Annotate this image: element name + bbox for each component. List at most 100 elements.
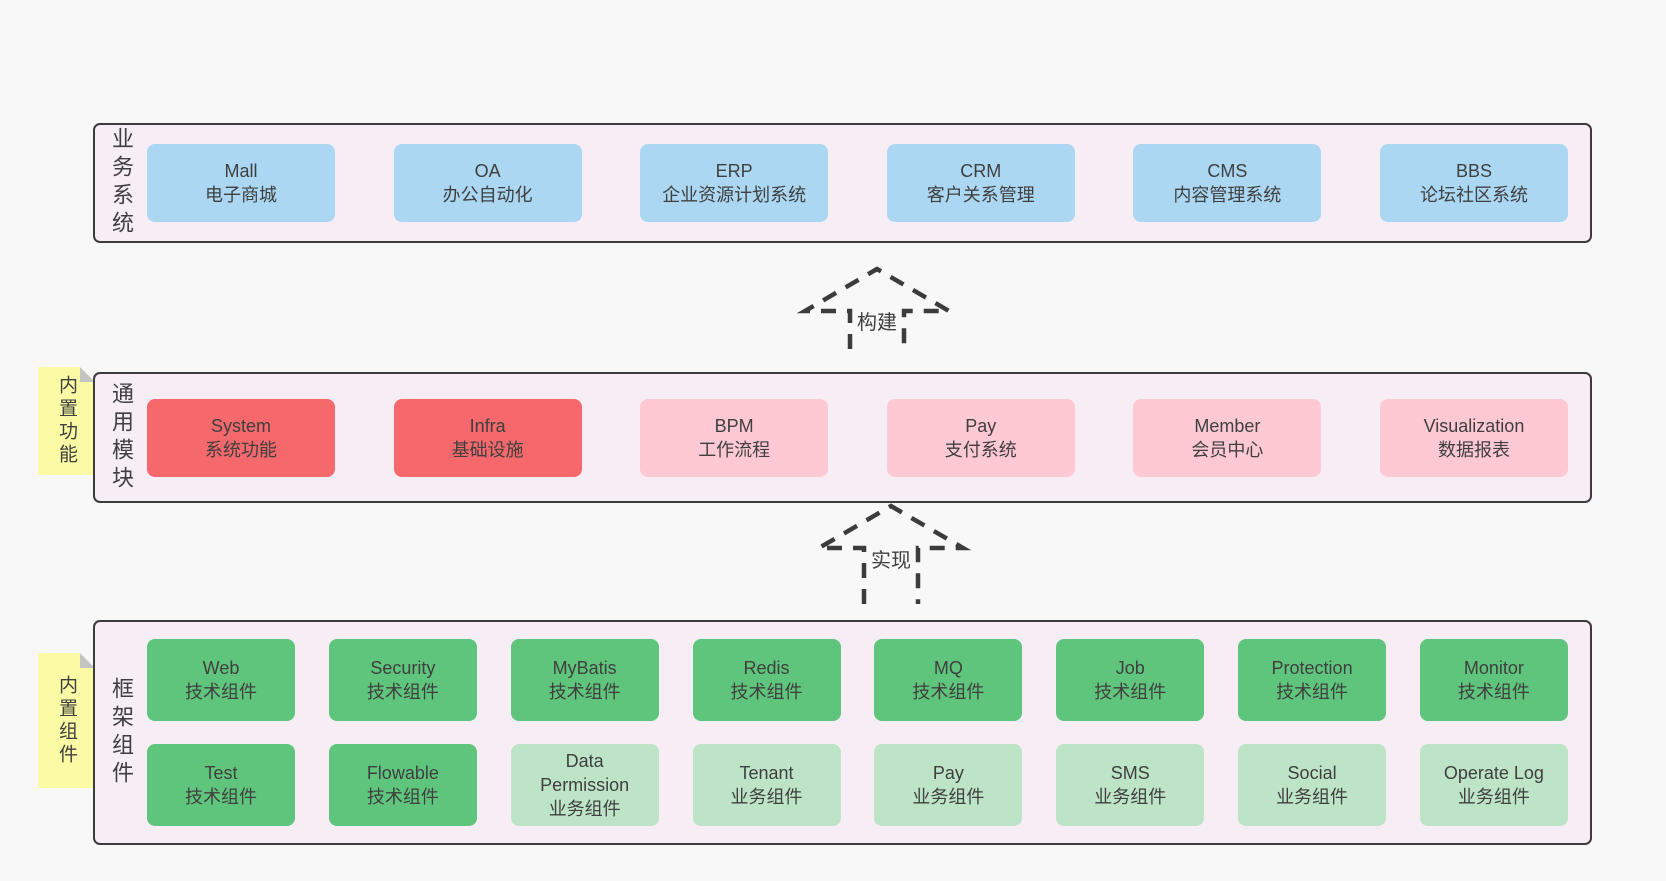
box-subtitle: 技术组件 xyxy=(366,787,439,807)
box-title: Test xyxy=(204,763,238,783)
box-sms: SMS 业务组件 xyxy=(1056,744,1205,826)
box-data-permission: Data Permission 业务组件 xyxy=(510,744,659,826)
section-common-modules: 通用模块 System 系统功能 Infra 基础设施 BPM 工作流程 Pay… xyxy=(93,372,1592,503)
box-subtitle: 客户关系管理 xyxy=(926,185,1035,205)
section-side-label: 业务系统 xyxy=(109,127,134,239)
box-redis: Redis 技术组件 xyxy=(692,639,841,721)
box-tenant: Tenant 业务组件 xyxy=(692,744,841,826)
box-subtitle: 业务组件 xyxy=(1276,787,1349,807)
box-title: Data Permission xyxy=(540,751,630,795)
box-title: Job xyxy=(1115,658,1145,678)
box-title: System xyxy=(210,415,271,436)
box-title: ERP xyxy=(715,161,753,181)
box-title: Social xyxy=(1287,763,1337,783)
section-framework-components: 框架组件 Web 技术组件 Security 技术组件 MyBatis 技术组件… xyxy=(93,620,1592,845)
box-title: OA xyxy=(474,161,501,181)
box-subtitle: 会员中心 xyxy=(1191,439,1264,460)
arrow-implement-label: 实现 xyxy=(869,544,913,573)
box-title: Member xyxy=(1194,415,1261,436)
box-title: Tenant xyxy=(739,763,794,783)
box-subtitle: 基础设施 xyxy=(451,439,524,460)
box-row: Web 技术组件 Security 技术组件 MyBatis 技术组件 Redi… xyxy=(147,639,1568,721)
box-flowable: Flowable 技术组件 xyxy=(328,744,477,826)
sticky-note-built-in-features: 内置功能 xyxy=(38,367,95,475)
box-title: Flowable xyxy=(366,763,439,783)
box-subtitle: 数据报表 xyxy=(1437,439,1510,460)
box-title: CRM xyxy=(960,161,1002,181)
box-title: Infra xyxy=(469,415,506,436)
box-title: Monitor xyxy=(1463,658,1524,678)
sticky-label: 内置组件 xyxy=(56,674,77,767)
box-mq: MQ 技术组件 xyxy=(874,639,1023,721)
box-subtitle: 业务组件 xyxy=(912,787,985,807)
box-subtitle: 业务组件 xyxy=(1094,787,1167,807)
box-title: Pay xyxy=(965,415,997,436)
box-monitor: Monitor 技术组件 xyxy=(1419,639,1568,721)
box-row: System 系统功能 Infra 基础设施 BPM 工作流程 Pay 支付系统… xyxy=(147,398,1568,477)
box-infra: Infra 基础设施 xyxy=(393,398,582,477)
box-subtitle: 企业资源计划系统 xyxy=(662,185,807,205)
box-title: Redis xyxy=(743,658,790,678)
box-subtitle: 技术组件 xyxy=(185,682,257,702)
box-title: Pay xyxy=(932,763,964,783)
box-title: Visualization xyxy=(1423,415,1525,436)
box-subtitle: 业务组件 xyxy=(730,787,803,807)
box-subtitle: 技术组件 xyxy=(548,682,621,702)
box-subtitle: 业务组件 xyxy=(1457,787,1530,807)
box-security: Security 技术组件 xyxy=(328,639,477,721)
box-mybatis: MyBatis 技术组件 xyxy=(510,639,659,721)
box-pay-component: Pay 业务组件 xyxy=(874,744,1023,826)
box-subtitle: 技术组件 xyxy=(1276,682,1349,702)
box-mall: Mall 电子商城 xyxy=(147,144,335,222)
box-subtitle: 技术组件 xyxy=(366,682,439,702)
box-cms: CMS 内容管理系统 xyxy=(1133,144,1322,222)
box-subtitle: 工作流程 xyxy=(698,439,771,460)
box-social: Social 业务组件 xyxy=(1238,744,1387,826)
box-subtitle: 办公自动化 xyxy=(442,185,533,205)
section-side-label: 框架组件 xyxy=(109,676,134,789)
box-subtitle: 技术组件 xyxy=(1094,682,1167,702)
box-visualization: Visualization 数据报表 xyxy=(1379,398,1568,477)
box-title: Protection xyxy=(1271,658,1353,678)
box-bpm: BPM 工作流程 xyxy=(640,398,829,477)
box-subtitle: 技术组件 xyxy=(912,682,985,702)
section-business-systems: 业务系统 Mall 电子商城 OA 办公自动化 ERP 企业资源计划系统 CRM… xyxy=(93,123,1592,243)
box-title: MyBatis xyxy=(552,658,617,678)
section-side-label: 通用模块 xyxy=(109,381,134,494)
box-title: SMS xyxy=(1110,763,1150,783)
box-title: BBS xyxy=(1455,161,1492,181)
box-title: Web xyxy=(202,658,240,678)
box-pay: Pay 支付系统 xyxy=(886,398,1075,477)
box-title: Mall xyxy=(224,161,258,181)
box-title: BPM xyxy=(714,415,754,436)
box-title: Security xyxy=(370,658,436,678)
box-operate-log: Operate Log 业务组件 xyxy=(1419,744,1568,826)
box-oa: OA 办公自动化 xyxy=(393,144,582,222)
box-protection: Protection 技术组件 xyxy=(1238,639,1387,721)
box-subtitle: 电子商城 xyxy=(205,185,277,205)
box-system: System 系统功能 xyxy=(147,398,335,477)
box-erp: ERP 企业资源计划系统 xyxy=(640,144,829,222)
box-title: Operate Log xyxy=(1443,763,1544,783)
box-member: Member 会员中心 xyxy=(1133,398,1322,477)
box-subtitle: 业务组件 xyxy=(548,799,621,819)
arrow-build-label: 构建 xyxy=(855,306,899,335)
box-web: Web 技术组件 xyxy=(147,639,295,721)
box-job: Job 技术组件 xyxy=(1056,639,1205,721)
box-subtitle: 技术组件 xyxy=(1457,682,1530,702)
box-title: CMS xyxy=(1207,161,1248,181)
box-row: Mall 电子商城 OA 办公自动化 ERP 企业资源计划系统 CRM 客户关系… xyxy=(147,144,1568,222)
box-subtitle: 系统功能 xyxy=(205,439,277,460)
box-subtitle: 内容管理系统 xyxy=(1173,185,1282,205)
box-crm: CRM 客户关系管理 xyxy=(886,144,1075,222)
box-test: Test 技术组件 xyxy=(147,744,295,826)
sticky-label: 内置功能 xyxy=(56,375,77,467)
box-subtitle: 论坛社区系统 xyxy=(1419,185,1528,205)
box-title: MQ xyxy=(933,658,963,678)
box-subtitle: 技术组件 xyxy=(185,787,257,807)
box-subtitle: 技术组件 xyxy=(730,682,803,702)
box-subtitle: 支付系统 xyxy=(944,439,1017,460)
sticky-note-built-in-components: 内置组件 xyxy=(38,653,95,788)
box-bbs: BBS 论坛社区系统 xyxy=(1379,144,1568,222)
